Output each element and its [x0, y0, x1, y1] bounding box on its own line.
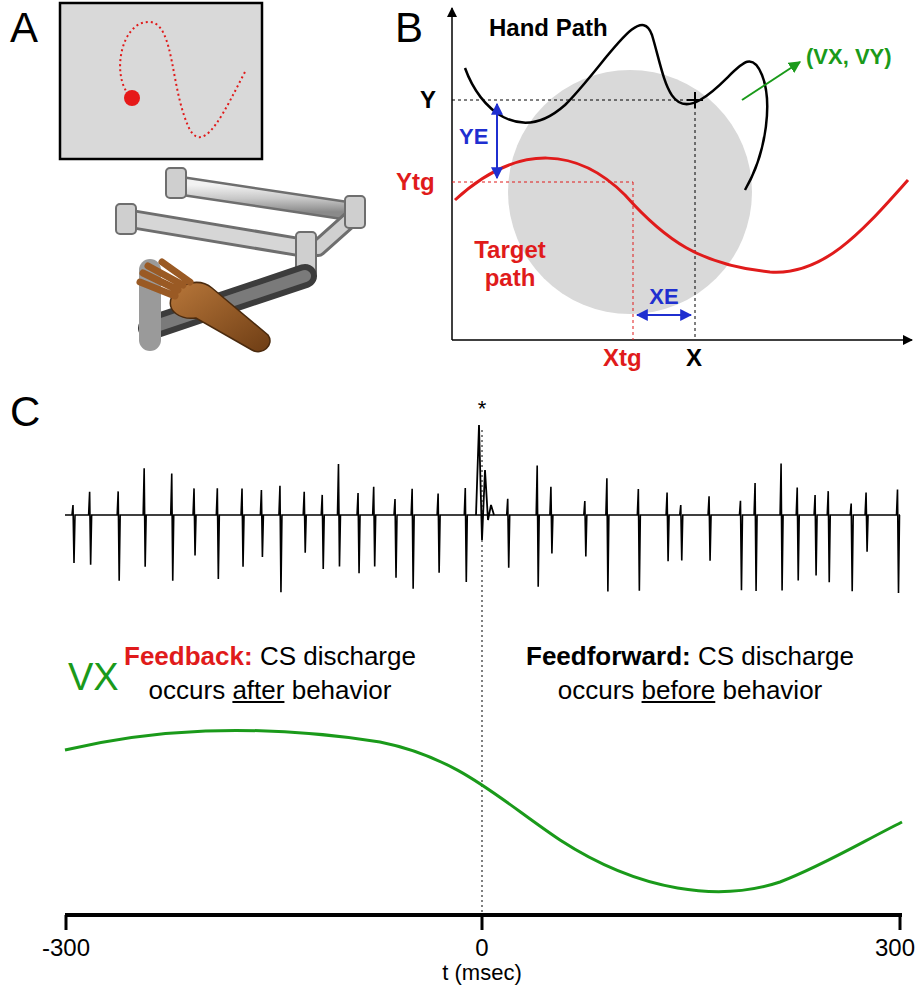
axis-title: t (msec)	[442, 960, 521, 985]
error-arrow	[496, 104, 498, 178]
time-axis	[65, 915, 902, 930]
annotation-text: occurs	[149, 675, 226, 705]
annotation-text: CS discharge	[698, 641, 854, 671]
spike-trace	[65, 425, 900, 593]
velocity-arrow	[742, 62, 800, 100]
error-label: YE	[459, 124, 488, 149]
space	[634, 675, 641, 705]
tick-label: -300	[42, 934, 90, 962]
annotation-heading: Feedback:	[124, 641, 253, 671]
annotation-text: CS discharge	[260, 641, 416, 671]
annotation: Feedback: CS discharge occurs after beha…	[70, 640, 470, 708]
panel-letter: B	[395, 4, 423, 52]
error-label: XE	[649, 284, 678, 309]
screen	[60, 3, 262, 159]
space	[691, 641, 698, 671]
signal-label: VX	[68, 656, 119, 700]
annotation-text: behavior	[292, 675, 392, 705]
event-marker: *	[478, 396, 487, 421]
panel-letter: A	[10, 4, 38, 52]
annotation-text: before	[642, 675, 716, 705]
space	[253, 641, 260, 671]
plot-axes	[452, 8, 912, 340]
tick-label: 300	[875, 934, 915, 962]
hand-marker	[687, 92, 703, 108]
space	[225, 675, 232, 705]
axis-label: Y	[420, 86, 436, 114]
annotation-heading: Feedforward:	[526, 641, 691, 671]
velocity-curve	[65, 730, 902, 891]
annotation-text: behavior	[723, 675, 823, 705]
curve-label: Hand Path	[489, 14, 608, 42]
hand-path	[465, 25, 767, 190]
axis-label: Xtg	[603, 344, 642, 372]
annotation-text: occurs	[558, 675, 635, 705]
panel-letter: C	[10, 388, 40, 436]
annotation-text: after	[232, 675, 284, 705]
tolerance-circle	[508, 70, 752, 314]
space	[284, 675, 291, 705]
axis-label: X	[686, 344, 702, 372]
error-arrow	[637, 314, 691, 316]
tick-label: 0	[475, 934, 488, 962]
guide-lines	[452, 100, 695, 340]
axis-label: Ytg	[396, 168, 435, 196]
complex-spike	[476, 425, 494, 540]
vector-label: (VX, VY)	[806, 44, 892, 69]
space	[715, 675, 722, 705]
manipulandum	[116, 168, 365, 352]
curve-label: Target path	[468, 236, 552, 291]
annotation: Feedforward: CS discharge occurs before …	[490, 640, 890, 708]
